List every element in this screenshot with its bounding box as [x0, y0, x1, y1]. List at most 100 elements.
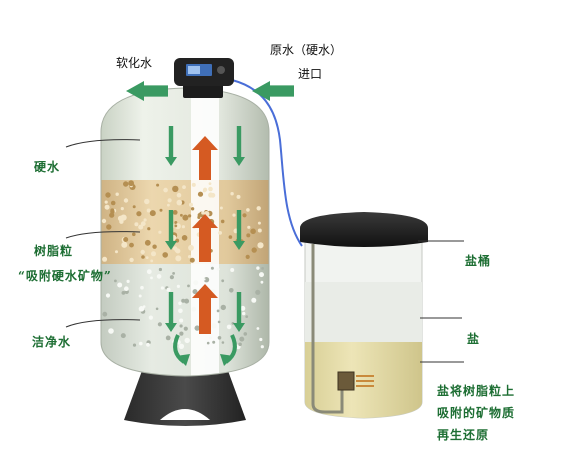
brine-tube	[311, 244, 344, 414]
leader-lines	[65, 139, 464, 363]
water-bead	[178, 308, 183, 314]
up-flow-arrow-icon	[192, 214, 218, 262]
resin-bead	[163, 187, 168, 193]
outlet-arrow-icon	[126, 81, 168, 101]
down-flow-arrow-icon	[165, 292, 177, 332]
resin-bead	[236, 194, 241, 199]
water-bead	[221, 279, 225, 283]
water-bead	[158, 267, 162, 272]
resin-bead	[190, 207, 195, 211]
resin-beads	[101, 180, 264, 350]
resin-bead	[182, 214, 189, 221]
resin-bead	[180, 213, 183, 217]
down-flow-arrow-icon	[233, 126, 245, 166]
brine-tank-lid	[300, 212, 428, 247]
resin-bead	[167, 203, 170, 207]
water-bead	[150, 276, 153, 280]
leader-resin	[65, 231, 141, 239]
resin-bead	[228, 235, 233, 239]
water-bead	[139, 341, 143, 346]
resin-bead	[191, 182, 196, 187]
resin-bead	[232, 213, 236, 217]
water-bead	[217, 320, 221, 324]
water-bead	[259, 337, 263, 342]
resin-bead	[174, 221, 178, 224]
water-bead	[166, 287, 171, 292]
water-bead	[181, 298, 186, 303]
resin-bead	[208, 192, 214, 198]
water-bead	[251, 297, 257, 303]
resin-bead	[115, 250, 118, 254]
water-bead	[211, 323, 217, 329]
resin-bead	[189, 202, 193, 207]
resin-bead	[144, 239, 151, 246]
label-resin: 树脂粒	[34, 244, 74, 258]
up-flow-arrow-icon	[192, 284, 218, 334]
water-bead	[124, 286, 129, 292]
resin-bead	[257, 242, 264, 249]
water-bead	[217, 336, 222, 340]
resin-bead	[138, 224, 144, 230]
resin-bead	[121, 241, 128, 248]
resin-bead	[230, 192, 234, 196]
resin-bead	[257, 221, 261, 225]
water-bead	[255, 289, 261, 295]
water-bead	[117, 282, 123, 288]
resin-bead	[147, 227, 151, 231]
water-bead	[132, 343, 137, 347]
resin-bead	[162, 252, 168, 258]
resin-bead	[167, 198, 172, 203]
resin-bead	[123, 237, 129, 242]
water-bead	[191, 306, 197, 312]
resin-bead	[159, 208, 163, 212]
water-bead	[178, 301, 182, 306]
resin-bead	[101, 218, 107, 224]
resin-bead	[129, 242, 134, 248]
water-bead	[242, 311, 246, 316]
water-bead	[184, 298, 190, 304]
label-adsorb-minerals: “吸附硬水矿物”	[18, 269, 112, 283]
resin-bead	[188, 214, 192, 218]
water-bead	[212, 340, 216, 344]
resin-bead	[141, 255, 145, 259]
resin-bead	[140, 249, 145, 255]
resin-bead	[123, 198, 129, 203]
resin-bead	[176, 199, 183, 206]
water-bead	[176, 284, 180, 288]
resin-bead	[110, 208, 115, 213]
leader-clean-water	[65, 319, 141, 328]
water-bead	[140, 285, 144, 290]
down-flow-arrow-icon	[233, 210, 245, 250]
resin-bead	[174, 248, 180, 253]
water-bead	[178, 343, 185, 349]
resin-bead	[149, 210, 156, 217]
brine-tank-salt-band	[305, 282, 422, 342]
water-bead	[260, 280, 264, 284]
resin-bead	[146, 208, 151, 213]
resin-bead	[201, 211, 205, 215]
water-bead	[187, 284, 190, 288]
water-bead	[221, 341, 225, 344]
water-bead	[183, 326, 188, 331]
water-bead	[229, 288, 234, 293]
label-inlet: 进口	[298, 67, 323, 81]
water-bead	[259, 272, 264, 278]
water-bead	[209, 336, 212, 340]
resin-bead	[158, 230, 162, 234]
water-bead	[179, 331, 184, 336]
resin-bead	[132, 232, 136, 237]
water-bead	[121, 291, 126, 295]
water-bead	[165, 335, 171, 341]
water-bead	[226, 324, 232, 330]
resin-bead	[104, 204, 110, 210]
label-clean-water: 洁净水	[32, 335, 72, 349]
resin-bead	[143, 218, 147, 222]
water-bead	[194, 325, 200, 331]
resin-bead	[115, 192, 119, 196]
resin-bead	[242, 213, 247, 218]
label-softened-water: 软化水	[116, 56, 153, 70]
resin-bead	[219, 206, 223, 210]
resin-bead	[106, 224, 112, 230]
resin-bead	[104, 200, 108, 204]
label-hard-water: 硬水	[34, 160, 61, 174]
